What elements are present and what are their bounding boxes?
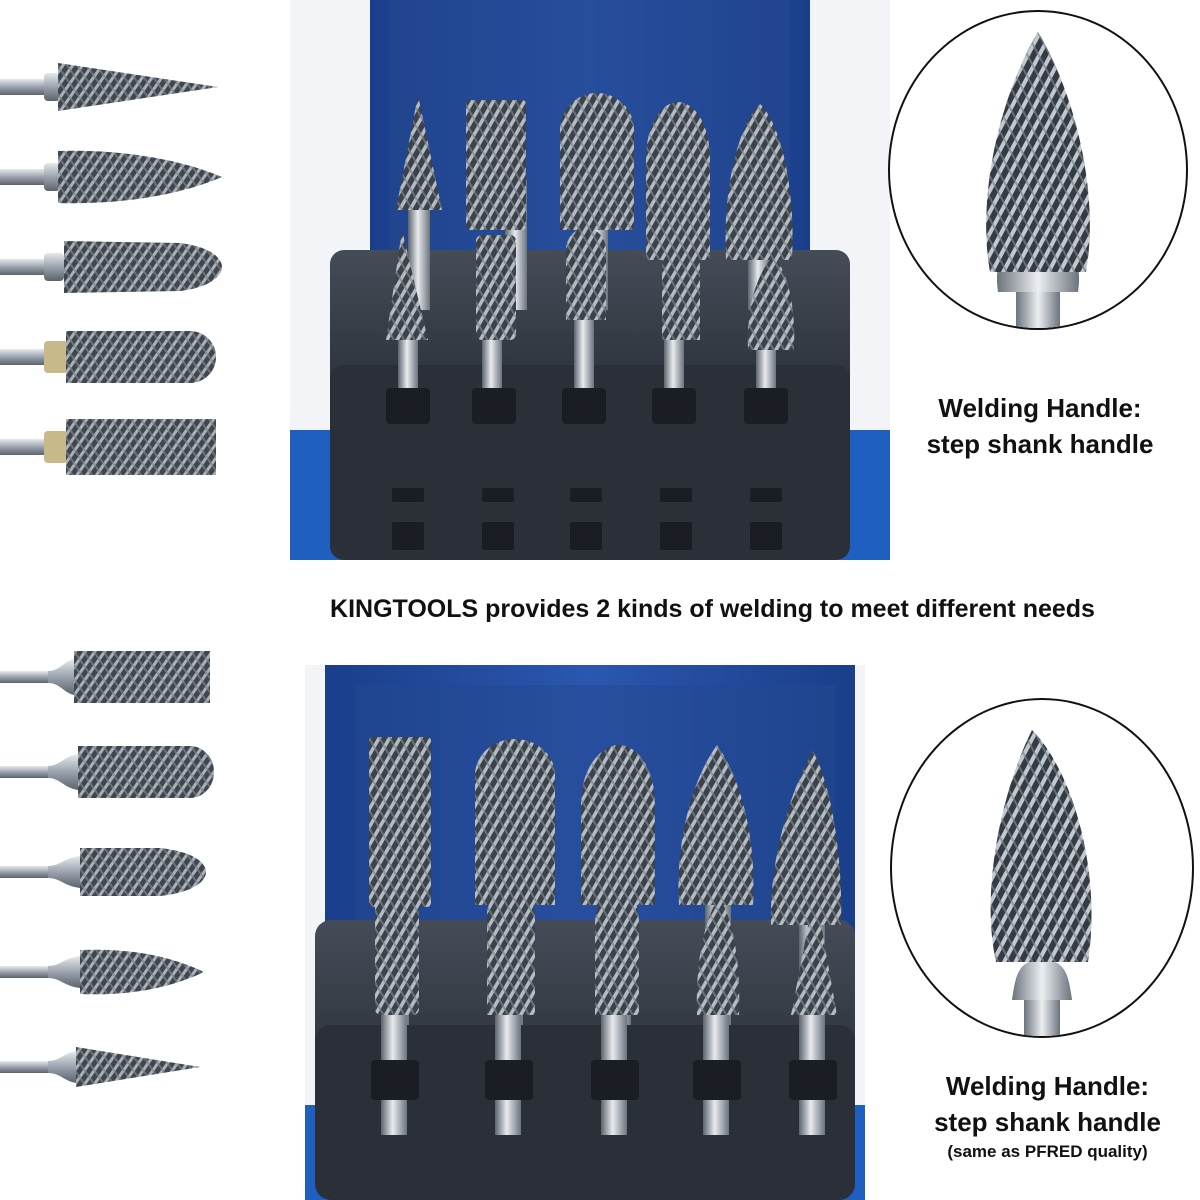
- bur-cylinder: [0, 645, 230, 709]
- bottom-closeup-circle: [890, 698, 1194, 1038]
- bottom-caption-line3: (same as PFRED quality): [947, 1142, 1148, 1161]
- bottom-caption-line1: Welding Handle:: [945, 1071, 1150, 1101]
- bur-pointed-cone: [0, 1035, 230, 1099]
- bur-oval: [0, 840, 230, 904]
- bur-pointed-cone: [0, 55, 230, 119]
- headline: KINGTOOLS provides 2 kinds of welding to…: [330, 595, 1095, 623]
- top-caption-line2: step shank handle: [926, 429, 1154, 459]
- bottom-caption: Welding Handle: step shank handle (same …: [895, 1068, 1200, 1164]
- bottom-caption-line2: step shank handle: [934, 1107, 1161, 1137]
- bur-ball-nose-cylinder: [0, 740, 230, 804]
- bur-flame: [0, 940, 230, 1004]
- top-caption: Welding Handle: step shank handle: [880, 390, 1200, 462]
- bur-cylinder: [0, 415, 230, 479]
- top-caption-line1: Welding Handle:: [938, 393, 1142, 423]
- top-closeup-circle: [888, 10, 1188, 330]
- bur-oval: [0, 235, 230, 299]
- bottom-bur-set-case: [305, 665, 865, 1200]
- bur-flame: [0, 145, 230, 209]
- top-bur-set-case: [290, 0, 890, 560]
- bur-ball-nose-cylinder: [0, 325, 230, 389]
